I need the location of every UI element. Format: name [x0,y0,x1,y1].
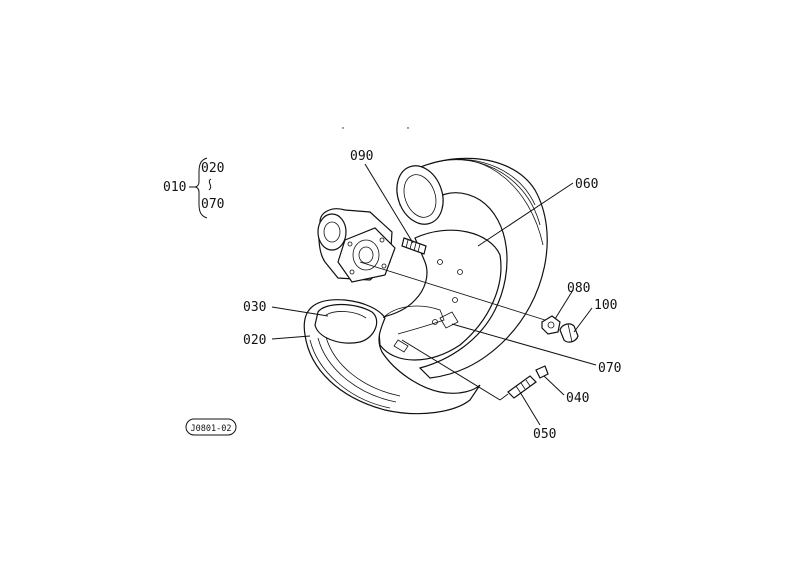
group-to-label: 070 [201,197,224,212]
callout-040: 040 [566,391,589,406]
drawing-id: J0801-02 [191,424,232,434]
callout-090: 090 [350,149,373,164]
group-legend: 010 020 070 [163,157,224,219]
valve-cap-040 [535,365,549,379]
part-callouts: 090 060 080 100 030 020 070 040 050 [243,149,621,442]
group-range-tilde [208,178,212,191]
tube-030 [314,303,378,344]
wheel-disc [377,229,502,361]
callout-030: 030 [243,300,266,315]
group-from-label: 020 [201,161,224,176]
valve-050 [499,375,537,401]
stud-bolt [401,237,427,255]
callout-050: 050 [533,427,556,442]
cap-100 [559,323,579,343]
center-axis-line [359,261,546,321]
callout-070: 070 [598,361,621,376]
tire-outer [396,157,548,379]
tire-bore-ring [396,165,444,225]
leader-lines [271,163,597,426]
drawing-id-badge: J0801-02 [185,418,237,436]
callout-020: 020 [243,333,266,348]
group-parent-label: 010 [163,180,186,195]
callout-100: 100 [594,298,617,313]
callout-080: 080 [567,281,590,296]
nut-080 [541,315,561,335]
callout-060: 060 [575,177,598,192]
tire-front-half [303,299,481,415]
valve-hole [439,311,459,329]
wheel-hub [317,208,427,283]
group-brace [194,157,208,219]
